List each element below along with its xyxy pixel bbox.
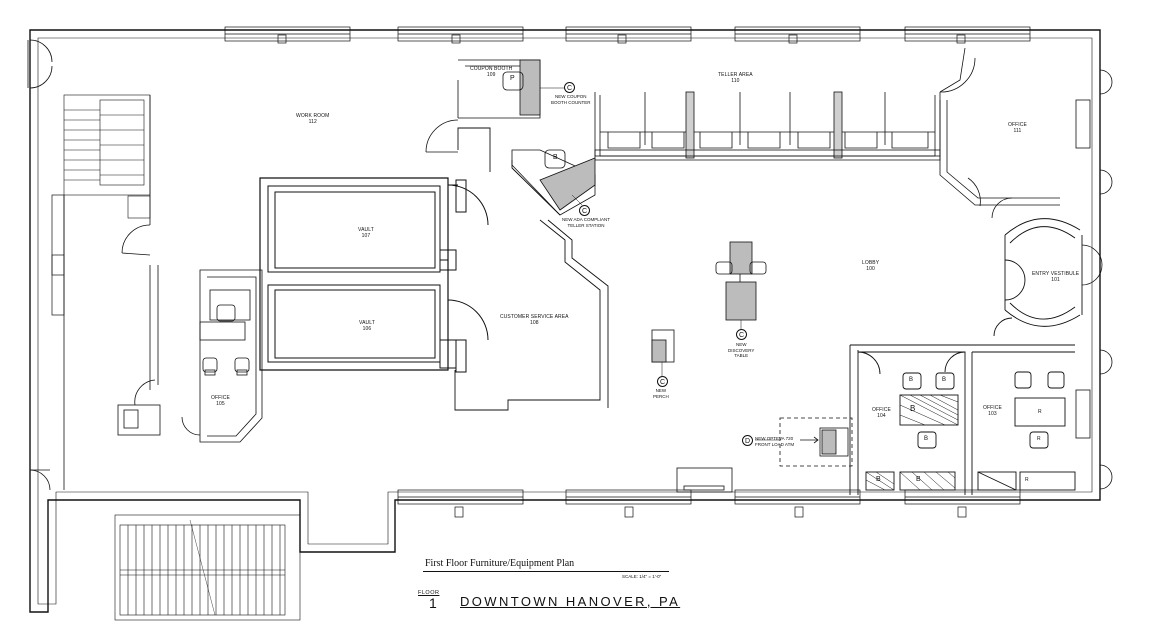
- lobby-bench: [676, 467, 733, 493]
- room-name: WORK ROOM: [296, 113, 330, 119]
- lower-stair: [114, 514, 301, 621]
- floor-number: 1: [429, 595, 437, 611]
- callout-perch-tag: C: [657, 376, 668, 387]
- room-name: LOBBY: [862, 260, 880, 266]
- room-number: 104: [877, 413, 886, 419]
- furniture-tag-r: R: [1037, 436, 1041, 442]
- teller-counter: [594, 91, 941, 161]
- callout-coupon-counter-text: NEW COUPON BOOTH COUNTER: [551, 94, 591, 105]
- room-number: 107: [361, 233, 371, 239]
- furniture-tag-r: R: [1038, 409, 1042, 415]
- furniture-tag-b: B: [942, 377, 947, 383]
- room-vault-107: VAULT 107: [358, 227, 374, 239]
- furniture-tag-b: B: [909, 377, 914, 383]
- furniture-tag-b: B: [924, 436, 929, 442]
- callout-atm-tag: D: [742, 435, 753, 446]
- discovery-table: [715, 241, 767, 321]
- room-name: OFFICE: [983, 405, 1002, 411]
- note-line: TABLE: [734, 353, 749, 358]
- room-number: 100: [866, 266, 875, 272]
- room-number: 110: [731, 78, 740, 84]
- room-number: 101: [1051, 277, 1060, 283]
- office-105: [181, 269, 263, 443]
- note-line: FRONT LOAD ATM: [755, 441, 795, 447]
- room-teller-area: TELLER AREA 110: [718, 72, 753, 84]
- top-windows: [224, 26, 1031, 44]
- note-line: NEW: [655, 388, 667, 393]
- room-vault-106: VAULT 106: [359, 320, 375, 332]
- furniture-tag-p: P: [510, 75, 515, 82]
- furniture-tag-b: B: [910, 404, 916, 413]
- coupon-booth-walls: [425, 59, 541, 153]
- room-name: CUSTOMER SERVICE AREA: [500, 314, 569, 320]
- room-number: 111: [1013, 128, 1022, 134]
- vaults: [259, 177, 489, 373]
- room-name: VAULT: [359, 320, 375, 326]
- callout-atm-text: NEW OPTEVA 720 FRONT LOAD ATM: [755, 436, 794, 447]
- callout-coupon-counter-tag: C: [564, 82, 575, 93]
- room-name: TELLER AREA: [718, 72, 753, 78]
- room-number: 109: [486, 72, 496, 78]
- callout-ada-teller-tag: C: [579, 205, 590, 216]
- customer-service-walls: [454, 127, 609, 411]
- furniture-tag-b: B: [553, 154, 558, 161]
- bottom-windows: [397, 489, 1021, 518]
- title-block: First Floor Furniture/Equipment Plan SCA…: [418, 556, 708, 636]
- note-line: BOOTH COUNTER: [551, 99, 591, 105]
- note-line: NEW OPTEVA 720: [755, 436, 794, 441]
- atm-unit: [779, 417, 853, 467]
- callout-discovery-table-tag: C: [736, 329, 747, 340]
- furniture-tag-b: B: [916, 476, 921, 483]
- bottom-left-door: [29, 469, 51, 491]
- room-lobby: LOBBY 100: [862, 260, 879, 272]
- room-name: OFFICE: [872, 407, 891, 413]
- title-rule: [423, 571, 669, 572]
- right-exterior: [1075, 69, 1113, 490]
- room-number: 112: [308, 119, 317, 125]
- room-name: ENTRY VESTIBULE: [1032, 271, 1080, 277]
- room-number: 106: [362, 326, 372, 332]
- room-name: VAULT: [358, 227, 374, 233]
- room-entry-vestibule: ENTRY VESTIBULE 101: [1032, 271, 1079, 283]
- room-work-room: WORK ROOM 112: [296, 113, 329, 125]
- note-line: NEW ADA COMPLIANT: [562, 217, 611, 222]
- room-name: OFFICE: [211, 395, 230, 401]
- room-number: 108: [529, 320, 539, 326]
- callout-leaders: [540, 87, 780, 441]
- room-office-104: OFFICE 104: [872, 407, 891, 419]
- callout-ada-teller-text: NEW ADA COMPLIANT TELLER STATION: [562, 217, 610, 228]
- perch: [651, 329, 675, 363]
- furniture-tag-r: R: [1025, 477, 1029, 483]
- callout-discovery-table-text: NEW DISCOVERY TABLE: [728, 342, 754, 359]
- furniture-tag-b: B: [876, 476, 881, 483]
- office-111: [939, 47, 1060, 219]
- room-number: 103: [988, 411, 997, 417]
- note-line: NEW COUPON: [555, 94, 587, 99]
- note-line: TELLER STATION: [567, 222, 605, 228]
- room-office-111: OFFICE 111: [1008, 122, 1027, 134]
- room-coupon-booth: COUPON BOOTH 109: [470, 66, 512, 78]
- room-office-103: OFFICE 103: [983, 405, 1002, 417]
- room-number: 105: [216, 401, 225, 407]
- top-left-entry-door: [27, 39, 53, 89]
- scale-note: SCALE: 1/4" = 1'-0": [622, 574, 662, 579]
- note-line: NEW: [735, 342, 747, 347]
- left-corridor-walls: [63, 95, 161, 490]
- entry-vestibule: [993, 218, 1083, 337]
- offices-104-103: [849, 344, 1076, 495]
- room-customer-service: CUSTOMER SERVICE AREA 108: [500, 314, 569, 326]
- note-line: PERCH: [653, 393, 669, 399]
- upper-stair: [63, 94, 151, 219]
- left-windows: [51, 194, 65, 316]
- note-line: DISCOVERY: [728, 347, 755, 353]
- location-title: DOWNTOWN HANOVER, PA: [460, 594, 681, 609]
- plan-title: First Floor Furniture/Equipment Plan: [425, 558, 575, 569]
- room-office-105: OFFICE 105: [211, 395, 230, 407]
- room-name: COUPON BOOTH: [470, 66, 513, 72]
- room-name: OFFICE: [1008, 122, 1027, 128]
- callout-perch-text: NEW PERCH: [653, 388, 669, 399]
- floor-label: FLOOR: [418, 590, 440, 596]
